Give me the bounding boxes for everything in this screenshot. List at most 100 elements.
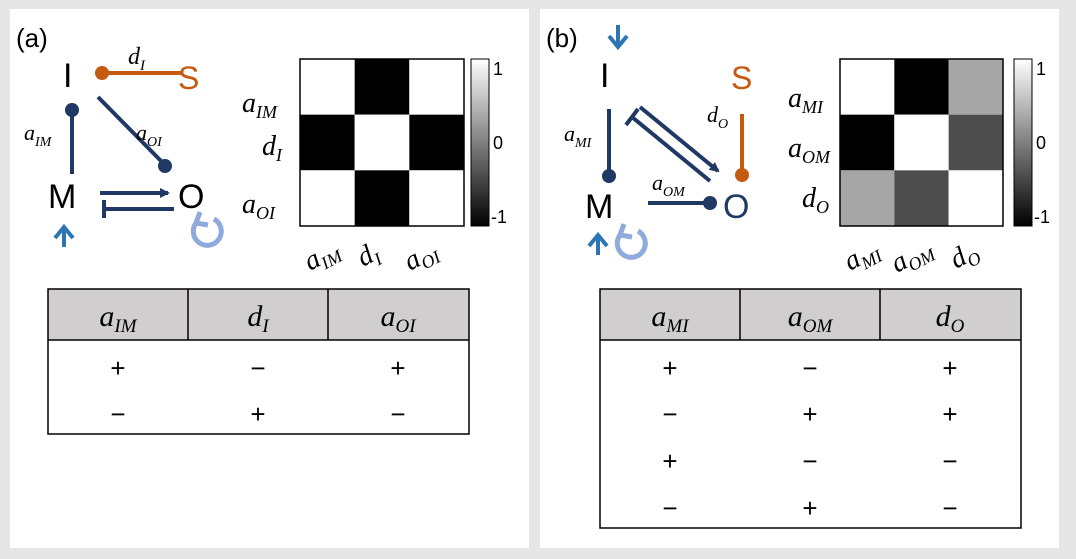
self-degradation-o-head	[193, 211, 209, 228]
node-i: I	[600, 57, 609, 95]
matrix-b-col-label-2: dO	[945, 235, 985, 278]
correlation-matrix-b-border	[839, 58, 1004, 227]
matrix-a-col-label-1: dI	[352, 236, 387, 276]
table-b-cell: −	[662, 493, 677, 523]
colorbar-b	[1013, 58, 1033, 227]
colorbar-b-tick-mid: 0	[1036, 133, 1046, 153]
table-b-header-0: aMI	[651, 300, 690, 337]
table-a-header-1: dI	[247, 300, 270, 337]
matrix-a-cell	[300, 114, 355, 171]
edge-label-d-i: dI	[128, 44, 146, 74]
table-b-cell: −	[802, 446, 817, 476]
table-b-header-2: dO	[936, 300, 965, 337]
matrix-b-cell	[894, 114, 949, 171]
matrix-a-cell	[354, 114, 410, 171]
matrix-a-col-label-2: aOI	[399, 234, 445, 280]
edge-i-to-m-head	[602, 169, 616, 183]
matrix-a-cell	[354, 59, 410, 115]
edge-i-activates-o	[638, 105, 720, 173]
matrix-a-cell	[354, 170, 410, 226]
table-b-border	[599, 288, 1022, 529]
matrix-b-row-label-0: aMI	[788, 83, 824, 117]
table-b-cell: −	[802, 353, 817, 383]
self-degradation-o	[190, 216, 224, 248]
colorbar-a-tick-max: 1	[493, 59, 503, 79]
panel-b-canvas: (b) I S M O aMI dO aOM aMI aOM dO aMI aO…	[546, 23, 1050, 529]
panel-a: (a) I S M O dI aIM aOI aIM dI aOI aIM dI…	[10, 9, 529, 548]
table-a-border	[47, 288, 470, 435]
matrix-b-cell	[840, 114, 895, 171]
edge-o-inhibits-i-bar	[624, 107, 640, 127]
panel-b-label: (b)	[546, 23, 578, 53]
node-m: M	[48, 178, 76, 216]
correlation-matrix-b	[840, 59, 1003, 226]
panel-a-canvas: (a) I S M O dI aIM aOI aIM dI aOI aIM dI…	[16, 23, 507, 435]
table-a-header-bg	[48, 289, 469, 340]
node-o: O	[723, 188, 749, 226]
correlation-matrix-a-border	[299, 58, 465, 227]
edge-label-a-om: aOM	[652, 170, 686, 200]
self-degradation-m-head	[617, 223, 633, 240]
matrix-a-row-label-2: aOI	[242, 189, 276, 223]
colorbar-b-tick-min: -1	[1034, 207, 1050, 227]
table-a-header-0: aIM	[99, 300, 137, 337]
edge-label-a-im: aIM	[24, 120, 53, 150]
table-b-cell: +	[802, 399, 817, 429]
matrix-b-cell	[840, 170, 895, 226]
table-b-cell: +	[942, 399, 957, 429]
panel-a-label: (a)	[16, 23, 48, 53]
matrix-b-cell	[948, 59, 1003, 115]
edge-s-to-i-head	[95, 66, 109, 80]
colorbar-a	[470, 58, 490, 227]
matrix-b-col-label-0: aMI	[839, 233, 887, 280]
table-a-cell: −	[250, 353, 265, 383]
node-s: S	[178, 60, 199, 96]
table-b-cell: +	[662, 446, 677, 476]
table-b-cell: −	[662, 399, 677, 429]
matrix-a-cell	[300, 170, 355, 226]
matrix-b-cell	[948, 114, 1003, 171]
edge-o-inhibits-i	[630, 115, 712, 183]
colorbar-b-tick-max: 1	[1036, 59, 1046, 79]
table-b-cell: +	[662, 353, 677, 383]
input-arrow-m	[53, 223, 75, 247]
node-s: S	[731, 60, 752, 96]
matrix-a-cell	[409, 114, 464, 171]
input-arrow-m	[587, 231, 609, 255]
matrix-a-col-label-0: aIM	[299, 233, 347, 280]
edge-s-to-o-head	[735, 168, 749, 182]
table-a-header-2: aOI	[380, 300, 417, 337]
edge-m-to-i-head	[65, 103, 79, 117]
table-b-cell: +	[942, 353, 957, 383]
matrix-a-row-label-1: dI	[262, 131, 283, 165]
node-o: O	[178, 178, 204, 216]
edge-label-a-mi: aMI	[564, 121, 593, 151]
matrix-b-cell	[894, 170, 949, 226]
table-a-cell: −	[390, 399, 405, 429]
matrix-a-cell	[300, 59, 355, 115]
table-a-cell: +	[110, 353, 125, 383]
correlation-matrix-a	[300, 59, 464, 226]
self-degradation-m	[614, 228, 648, 260]
input-arrow-i	[607, 25, 629, 51]
edge-label-d-o: dO	[707, 102, 728, 132]
colorbar-a-tick-mid: 0	[493, 133, 503, 153]
node-i: I	[63, 57, 72, 95]
colorbar-a-tick-min: -1	[491, 207, 507, 227]
table-b-cell: +	[802, 493, 817, 523]
table-a-cell: +	[390, 353, 405, 383]
edge-i-to-o-head	[158, 159, 172, 173]
matrix-a-cell	[409, 59, 464, 115]
matrix-b-cell	[840, 59, 895, 115]
matrix-a-cell	[409, 170, 464, 226]
table-b-cell: −	[942, 446, 957, 476]
table-b-cell: −	[942, 493, 957, 523]
table-b-header-1: aOM	[788, 300, 834, 337]
edge-i-to-o	[96, 95, 166, 166]
matrix-b-cell	[948, 170, 1003, 226]
panel-b: (b) I S M O aMI dO aOM aMI aOM dO aMI aO…	[540, 9, 1059, 548]
node-m: M	[585, 188, 613, 226]
table-a-cell: +	[250, 399, 265, 429]
matrix-b-row-label-1: aOM	[788, 133, 831, 167]
matrix-a-row-label-0: aIM	[242, 88, 278, 122]
